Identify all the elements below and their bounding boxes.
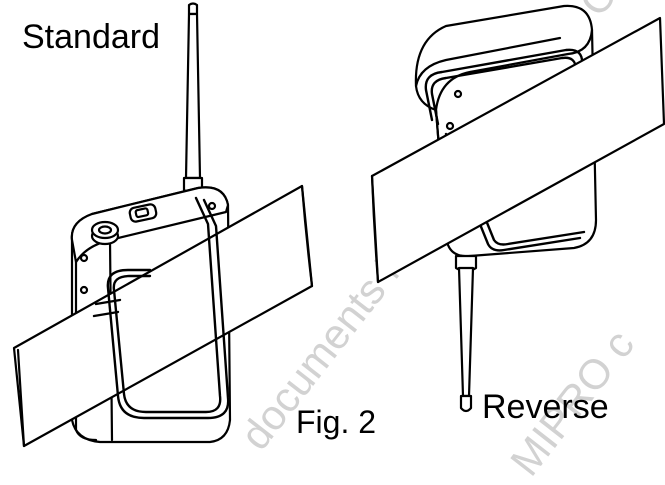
wire-belt-clip-left	[94, 198, 228, 418]
antenna-up	[184, 4, 202, 194]
antenna-down	[456, 256, 476, 411]
standard-label: Standard	[22, 18, 160, 56]
connector-knob	[92, 222, 118, 244]
belt-strap-left	[14, 186, 312, 446]
belt-strap-right	[372, 18, 664, 282]
belt-clip-diagram	[0, 0, 665, 448]
reverse-label: Reverse	[482, 388, 609, 426]
power-switch	[129, 203, 157, 222]
figure-caption: Fig. 2	[296, 404, 377, 440]
